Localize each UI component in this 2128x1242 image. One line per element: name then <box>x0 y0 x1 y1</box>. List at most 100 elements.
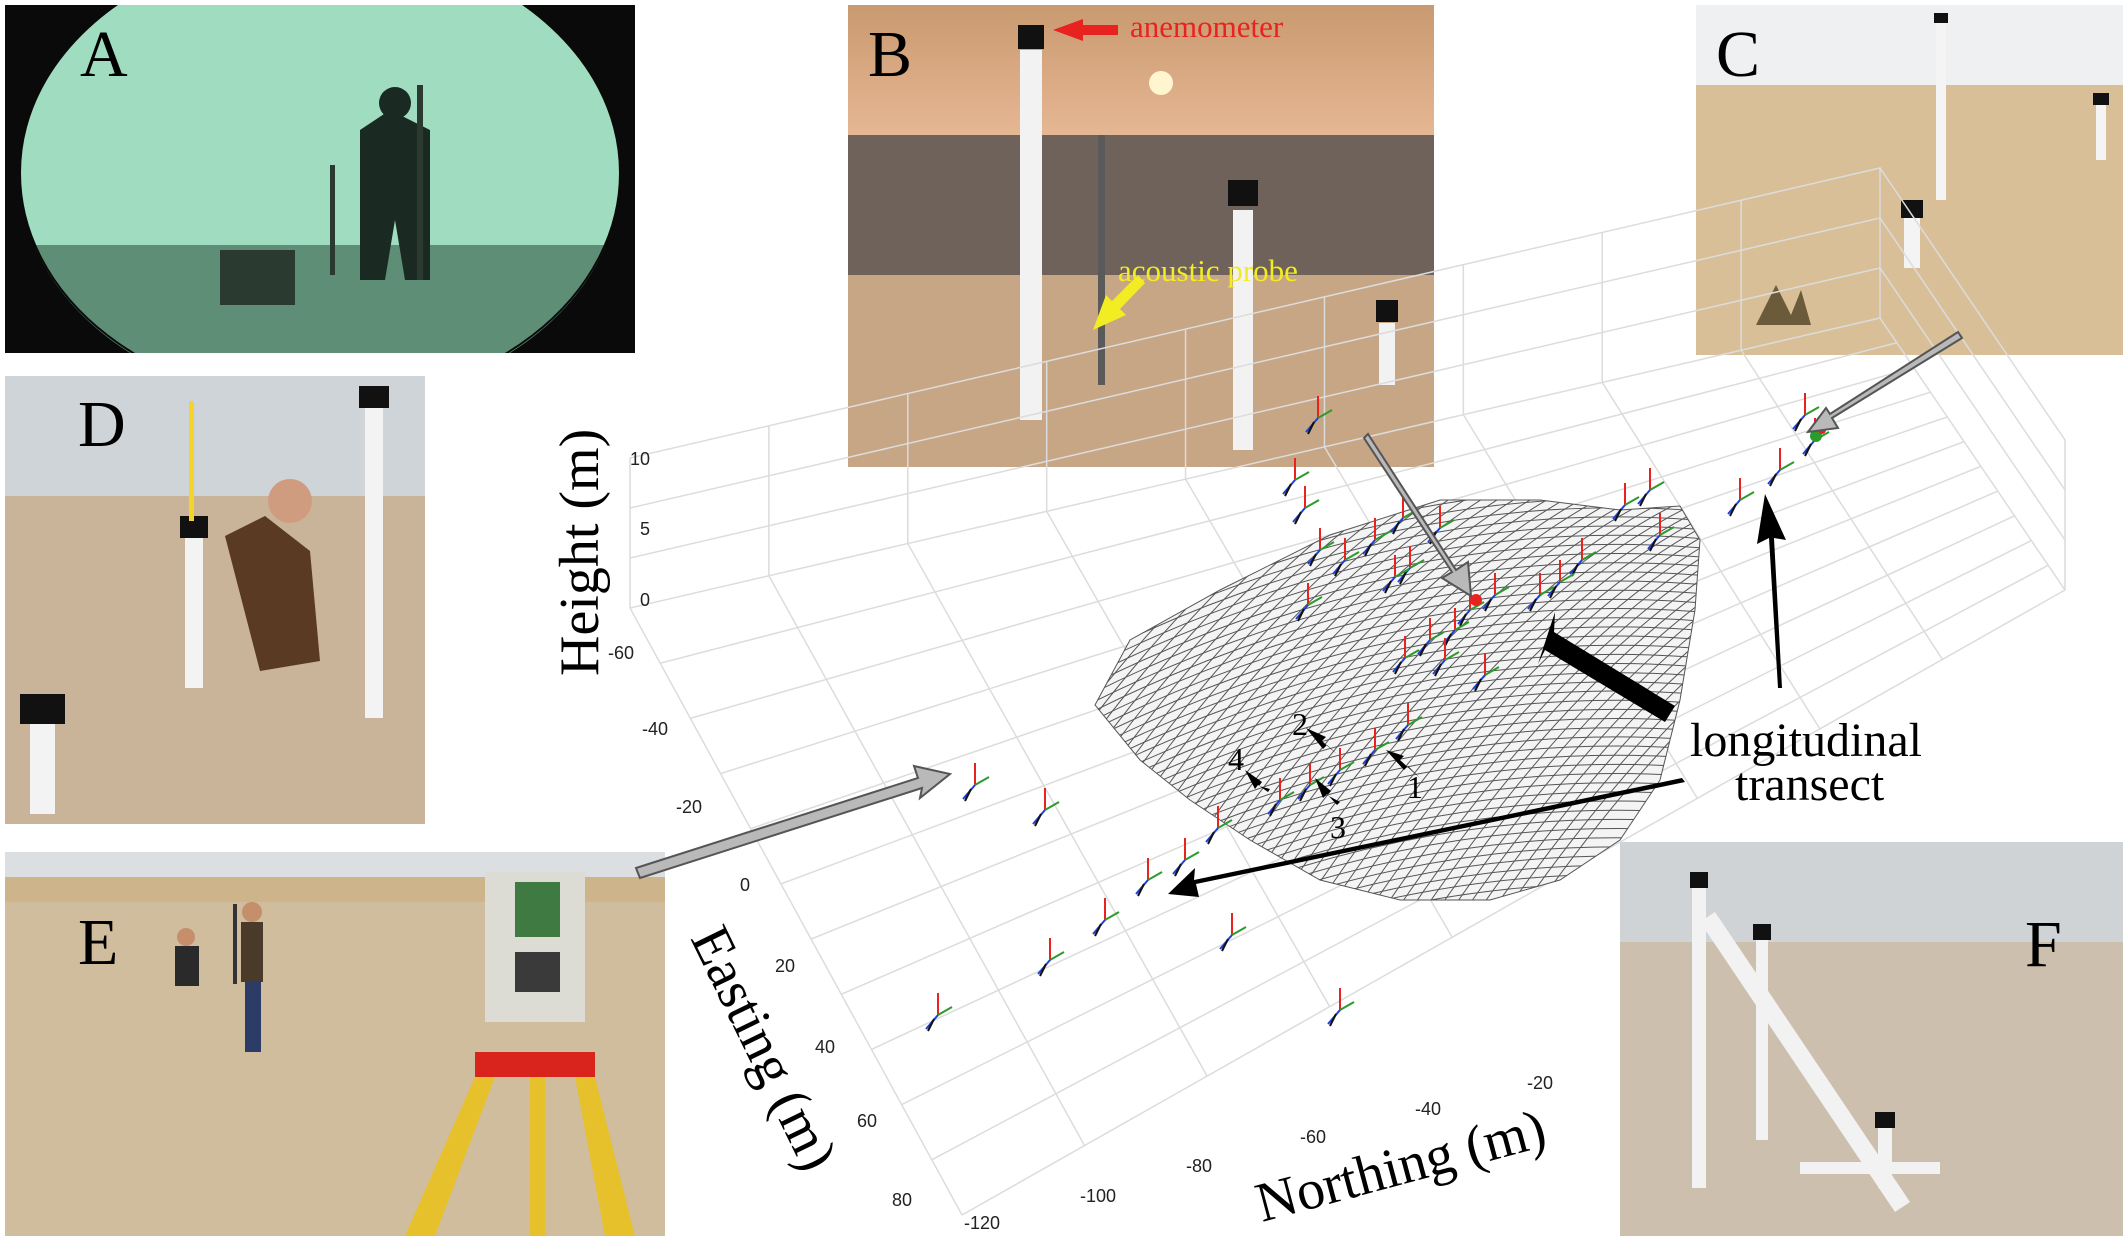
panel-label-b: B <box>868 18 913 91</box>
panel-label-e: E <box>78 906 119 979</box>
mesh-line <box>1095 864 1700 900</box>
photo-c-image <box>1696 5 2123 355</box>
height-tick-0: 0 <box>640 590 650 610</box>
station-marker <box>1205 806 1233 845</box>
panel-label-c: C <box>1716 18 1761 91</box>
wall-grid-line <box>629 267 1881 559</box>
mesh-line <box>1095 500 1434 841</box>
mesh-line <box>1126 500 1527 865</box>
northing-tick-m40: -40 <box>1415 1099 1441 1119</box>
northing-axis-label: Northing (m) <box>1249 1098 1552 1235</box>
floor-grid-line <box>907 543 1208 1077</box>
photo-panel-e <box>5 852 665 1236</box>
mesh-line <box>1095 663 1700 812</box>
station-marker <box>1637 468 1665 507</box>
photo-f-image <box>1620 842 2123 1236</box>
floor-grid-line <box>961 589 2066 1216</box>
floor-grid-line <box>690 366 1914 720</box>
photo-d-image <box>5 376 425 824</box>
station-marker <box>1172 838 1200 877</box>
station-marker <box>925 993 953 1032</box>
mesh-line <box>1095 635 1700 784</box>
station-marker <box>1327 988 1355 1027</box>
station-marker <box>1305 396 1333 435</box>
station-marker <box>1767 448 1795 487</box>
station-marker <box>1527 573 1555 612</box>
station-marker <box>1362 728 1390 767</box>
arrow-icon <box>1362 432 1473 598</box>
station-marker <box>1612 483 1640 522</box>
photo-e-image <box>5 852 665 1236</box>
arrow-icon <box>1306 728 1337 754</box>
station-marker <box>1417 618 1445 657</box>
station-marker <box>1092 898 1120 937</box>
station-marker <box>1135 858 1163 897</box>
height-tick-10: 10 <box>630 449 650 469</box>
mesh-line <box>1095 846 1700 900</box>
floor-grid-line <box>629 607 963 1216</box>
mesh-line <box>1095 626 1700 775</box>
arrow-icon <box>1168 778 1685 897</box>
mesh-line <box>1095 653 1700 803</box>
easting-tick-80: 80 <box>892 1190 912 1210</box>
panel-label-d: D <box>78 388 126 461</box>
station-marker <box>1267 778 1295 817</box>
station-marker <box>1547 560 1575 599</box>
mesh-line <box>1095 562 1700 711</box>
mesh-line <box>1095 608 1700 757</box>
arrow-icon <box>1245 770 1270 792</box>
mesh-line <box>1095 873 1700 900</box>
mesh-line <box>1095 855 1700 900</box>
mesh-line <box>1095 617 1700 766</box>
mesh-line <box>1095 800 1700 900</box>
easting-tick-0: 0 <box>740 875 750 895</box>
station-number-2: 2 <box>1292 706 1308 742</box>
floor-grid-line <box>1601 382 1821 730</box>
station-marker <box>1482 573 1510 612</box>
mesh-line <box>1095 534 1700 683</box>
station-marker <box>1032 788 1060 827</box>
station-marker <box>1292 486 1320 525</box>
acoustic-probe-label: acoustic probe <box>1118 253 1298 288</box>
station-dot <box>1810 430 1822 442</box>
northing-tick-m80: -80 <box>1186 1156 1212 1176</box>
mesh-line <box>1095 580 1700 729</box>
mesh-line <box>1095 571 1700 720</box>
northing-tick-m120: -120 <box>964 1213 1000 1233</box>
mesh-line <box>1095 644 1700 793</box>
easting-tick-20: 20 <box>775 956 795 976</box>
arrow-icon <box>634 764 953 880</box>
anemometer-label: anemometer <box>1130 9 1284 44</box>
wall-grid-line <box>629 217 1881 509</box>
mesh-line <box>1095 883 1700 900</box>
mesh-line <box>1231 500 1632 892</box>
station-number-4: 4 <box>1228 741 1244 777</box>
mesh-line <box>1114 500 1516 862</box>
mesh-line <box>1382 529 1700 900</box>
mesh-line <box>1499 559 1700 900</box>
mesh-line <box>1172 500 1574 877</box>
station-marker <box>1037 938 1065 977</box>
mesh-line <box>1095 598 1700 748</box>
station-marker <box>1647 513 1675 552</box>
station-dot <box>1470 594 1482 606</box>
mesh-line <box>1219 500 1621 889</box>
station-marker <box>1332 538 1360 577</box>
transect-arrows <box>1168 494 1786 897</box>
station-marker <box>1792 393 1820 432</box>
mesh-line <box>1095 543 1700 693</box>
northing-tick-m60: -60 <box>1300 1127 1326 1147</box>
mesh-line <box>1312 511 1700 900</box>
back-wall-outline <box>629 167 1881 608</box>
mesh-line <box>1336 517 1700 900</box>
mesh-line <box>1137 500 1539 868</box>
station-marker <box>1392 636 1420 675</box>
probe-arrow-icon <box>1093 275 1145 330</box>
panel-label-f: F <box>2025 908 2062 981</box>
station-marker <box>1472 653 1500 692</box>
easting-tick-60: 60 <box>857 1111 877 1131</box>
mesh-line <box>1095 525 1700 674</box>
floor-grid-line <box>659 342 1898 664</box>
floor-grid-line <box>1740 349 1944 660</box>
station-marker <box>1327 748 1355 787</box>
